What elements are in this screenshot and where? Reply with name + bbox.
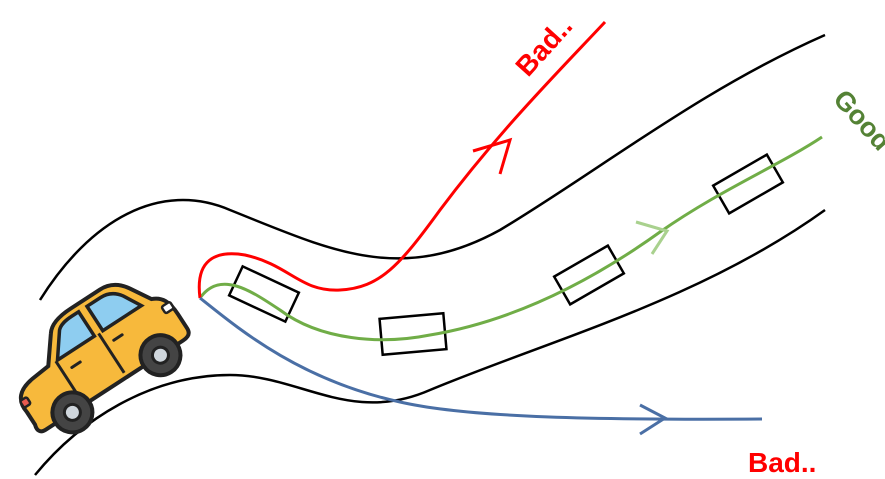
road-edge-top <box>38 33 826 301</box>
bad-bottom-trajectory <box>199 296 763 421</box>
bad-top-arrowhead <box>472 137 513 175</box>
obstacle-3 <box>552 243 626 307</box>
bad-top-label: Bad.. <box>509 10 578 82</box>
obstacle-4 <box>711 152 785 216</box>
road-edge-bottom <box>34 208 826 476</box>
good-arrowhead <box>635 220 670 255</box>
bad-bottom-arrowhead <box>639 403 668 436</box>
obstacle-1 <box>227 264 301 324</box>
bad-bottom-label: Bad.. <box>748 447 816 478</box>
car-icon <box>18 282 191 435</box>
good-label: Good <box>828 84 885 156</box>
bad-top-trajectory <box>197 20 607 299</box>
good-trajectory <box>198 135 823 342</box>
